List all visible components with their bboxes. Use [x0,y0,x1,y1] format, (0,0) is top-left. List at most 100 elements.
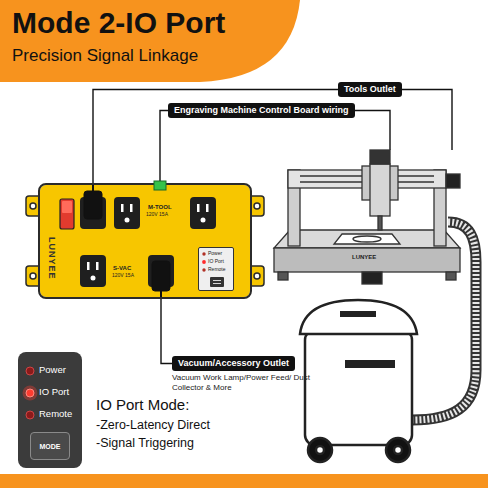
io-connector [154,181,166,190]
indicator-dot [202,252,205,255]
cnc-machine [370,150,390,164]
note-text: IO Port Mode: [96,396,189,413]
cnc-machine [274,248,460,272]
wire-connector [160,111,168,186]
outlet-socket [114,197,140,229]
indicator-dot [202,268,205,271]
cnc-machine [274,230,460,248]
outlet-socket [91,276,96,281]
node-text: IO Port [208,259,224,265]
rocker-switch [62,201,72,213]
cnc-machine [274,150,460,284]
node-text: Remote [39,409,72,419]
cnc-machine: LUNYEE [262,150,472,292]
cnc-machine [446,174,460,188]
indicator-dot [26,389,34,397]
mounting-tab [254,273,260,279]
node-text: M-TOOL [148,204,172,211]
node-text: S-VAC [113,265,131,272]
rocker-switch [60,199,74,229]
node-text: Tools Outlet [344,84,396,95]
outlet-socket [121,204,124,212]
node-text: LUNYEE [352,254,376,261]
indicator-dot [23,367,38,419]
node-text: IO Port [39,387,69,397]
title-text: Mode 2-IO Port [12,6,225,41]
wire-connector [355,111,390,151]
wire-connector [161,297,172,364]
node-text: Power [39,365,66,375]
node-text: 120V 15A [112,273,134,279]
vacuum-cleaner [345,360,395,368]
plug [152,261,170,291]
cnc-machine [353,236,381,242]
title-banner [0,0,300,82]
indicator-dot [202,260,206,264]
mounting-tab [30,203,36,209]
node-text: LUNYEE [46,237,56,280]
indicator-dot [23,386,38,401]
outlet-socket [197,204,200,212]
plug [84,185,170,297]
cnc-machine [362,272,382,284]
vacuum-cleaner [386,438,410,462]
outlet-socket [87,262,90,270]
node-text: 120V 15A [146,212,168,218]
outlet-socket [201,218,206,223]
vacuum-cleaner [340,311,376,317]
power-strip: LUNYEEM-TOOL120V 15AS-VAC120V 15A PowerI… [40,185,250,297]
note-text: Vacuum Work Lamp/Power Feed/ Dust Collec… [172,373,312,394]
title-banner [0,0,300,82]
node-text: Vacuum/Accessory Outlet [178,358,289,369]
callout-box: Tools Outlet [338,82,402,97]
plug [160,291,162,297]
vacuum-cleaner [308,438,332,462]
mode-button-icon [210,277,224,287]
mode-panel: Power IO PortRemoteMODE [18,352,82,468]
node-text: MODE [40,443,61,450]
cnc-machine [446,272,456,280]
outlet-socket [190,197,216,229]
cnc-machine [378,216,382,230]
callout-box: Engraving Machine Control Board wiring [168,103,355,118]
mode-button: MODE [30,432,70,460]
indicator-panel: Power IO PortRemote [198,247,234,291]
indicator-dot [26,411,34,419]
bottom-bar [0,474,488,488]
vacuum-cleaner [300,300,417,462]
mounting-tab [30,273,36,279]
rocker-switch [60,199,74,229]
plug [84,191,102,219]
node-text: Engraving Machine Control Board wiring [174,105,349,116]
callout-box: Vacuum/Accessory Outlet [172,356,295,371]
plug [92,185,94,191]
cnc-machine [278,272,288,280]
mounting-tab [254,203,260,209]
vacuum-cleaner [394,446,402,454]
vacuum-cleaner [305,330,412,445]
note-text: -Signal Triggering [96,436,194,450]
cnc-machine [370,164,390,216]
note-text: Precision Signal Linkage [12,46,198,66]
note-text: -Zero-Latency Direct [96,418,210,432]
indicator-dot [202,252,206,271]
wire-connector [402,90,452,151]
outlet-socket [206,204,209,212]
io-connector [154,181,166,190]
outlet-socket [130,204,133,212]
bottom-bar [0,474,488,488]
cnc-machine [334,234,400,244]
outlet-socket [125,218,130,223]
mode-button-icon [213,280,221,281]
outlet-socket [87,204,209,281]
vacuum-cleaner [300,300,417,334]
cnc-machine-illustration [262,150,472,292]
vacuum-cleaner [316,446,324,454]
indicator-dot [26,367,34,375]
node-text: Remote [208,267,226,273]
mode-button-icon [213,283,221,284]
mode-button-icon [210,277,224,287]
node-text: Power [208,251,222,257]
outlet-socket [96,262,99,270]
